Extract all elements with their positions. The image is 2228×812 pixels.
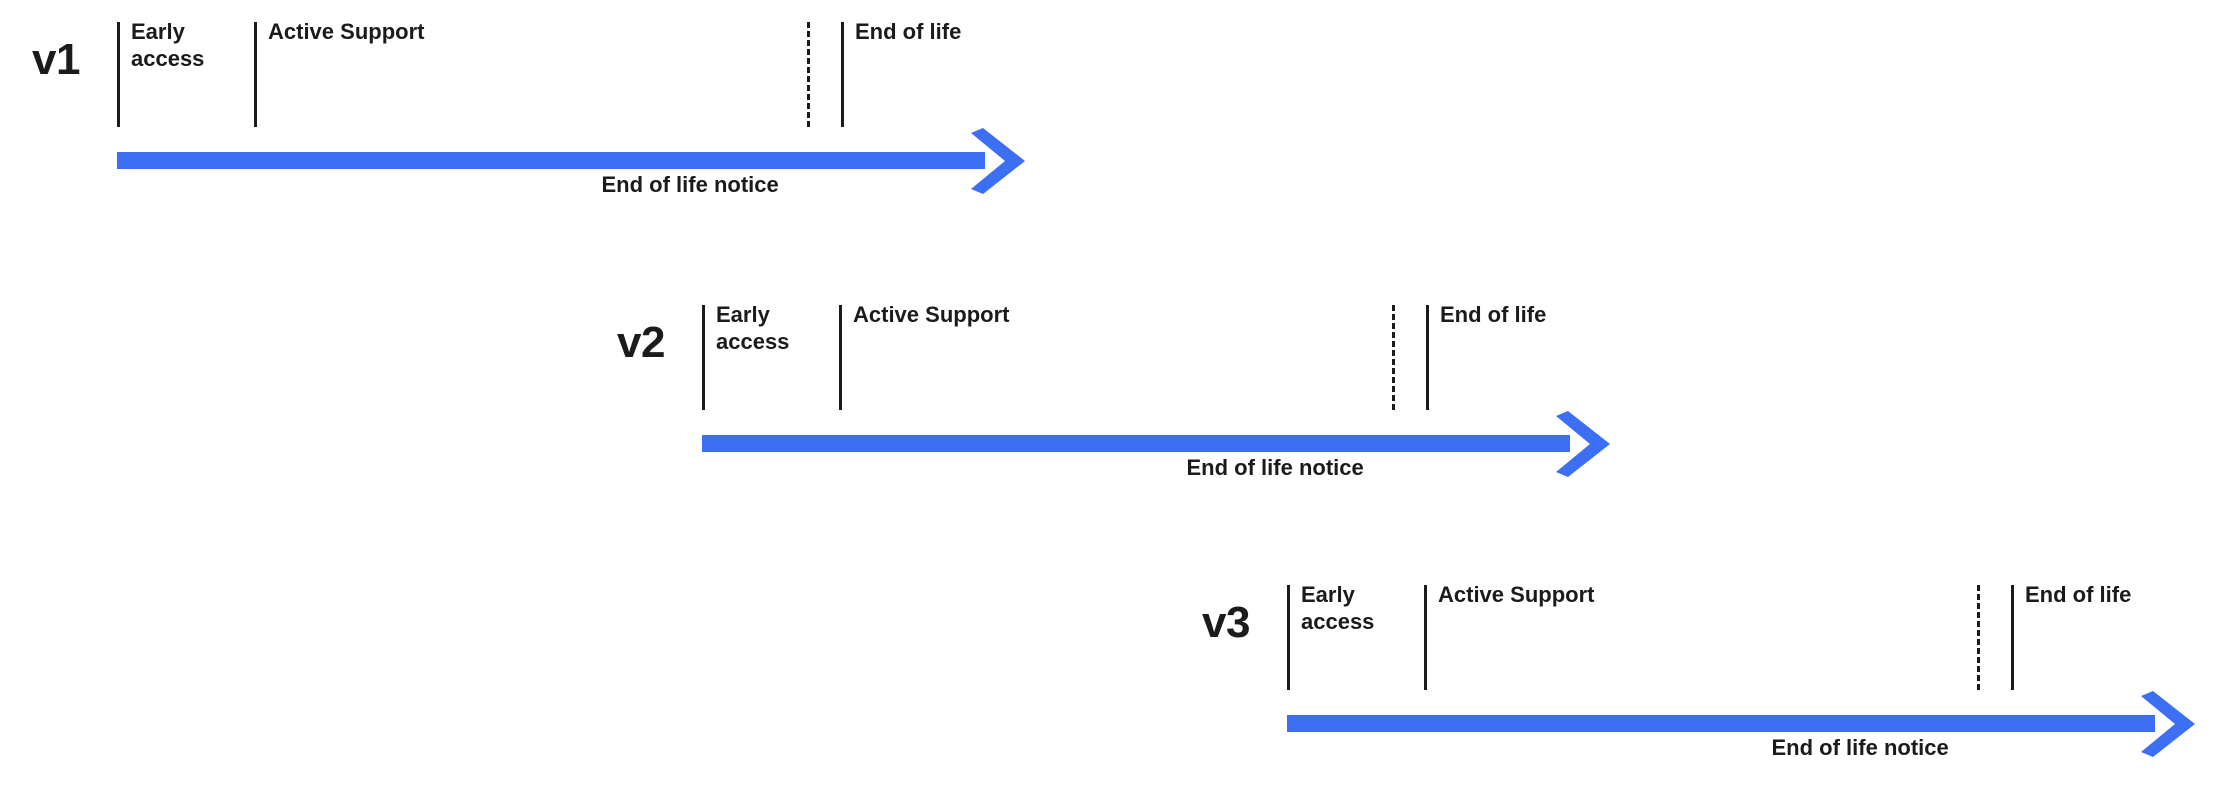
divider-early-access-end-v3	[1424, 585, 1427, 690]
divider-start-v1	[117, 22, 120, 127]
divider-early-access-end-v2	[839, 305, 842, 410]
lifecycle-row-v2: v2 Early access Active Support End of li…	[585, 283, 1845, 513]
arrow-head-icon-v2	[1556, 410, 1610, 477]
divider-start-v2	[702, 305, 705, 410]
divider-start-v3	[1287, 585, 1290, 690]
phase-label-end-of-life-v2: End of life	[1440, 302, 1547, 327]
version-label-v1: v1	[32, 35, 80, 84]
phase-label-early-access-v1: Early access	[131, 19, 205, 72]
divider-eol-notice-v2	[1392, 305, 1395, 410]
divider-end-of-life-v2	[1426, 305, 1429, 410]
divider-eol-notice-v1	[807, 22, 810, 127]
version-label-v2: v2	[617, 318, 665, 367]
divider-end-of-life-v1	[841, 22, 844, 127]
notice-label-v1: End of life notice	[601, 172, 779, 197]
phase-label-active-support-v1: Active Support	[268, 19, 425, 44]
version-label-v3: v3	[1202, 598, 1250, 647]
phase-label-early-access-v3: Early access	[1301, 582, 1375, 635]
phase-label-active-support-v2: Active Support	[853, 302, 1010, 327]
arrow-head-icon-v1	[971, 127, 1025, 194]
lifecycle-row-v3: v3 Early access Active Support End of li…	[1170, 563, 2228, 793]
notice-label-v2: End of life notice	[1186, 455, 1364, 480]
lifecycle-bar-v3	[1287, 715, 2155, 732]
phase-label-active-support-v3: Active Support	[1438, 582, 1595, 607]
lifecycle-bar-v2	[702, 435, 1570, 452]
phase-label-end-of-life-v1: End of life	[855, 19, 962, 44]
phase-label-end-of-life-v3: End of life	[2025, 582, 2132, 607]
divider-eol-notice-v3	[1977, 585, 1980, 690]
arrow-head-icon-v3	[2141, 690, 2195, 757]
divider-early-access-end-v1	[254, 22, 257, 127]
lifecycle-bar-v1	[117, 152, 985, 169]
notice-label-v3: End of life notice	[1771, 735, 1949, 760]
divider-end-of-life-v3	[2011, 585, 2014, 690]
phase-label-early-access-v2: Early access	[716, 302, 790, 355]
lifecycle-row-v1: v1 Early access Active Support End of li…	[0, 0, 1260, 230]
